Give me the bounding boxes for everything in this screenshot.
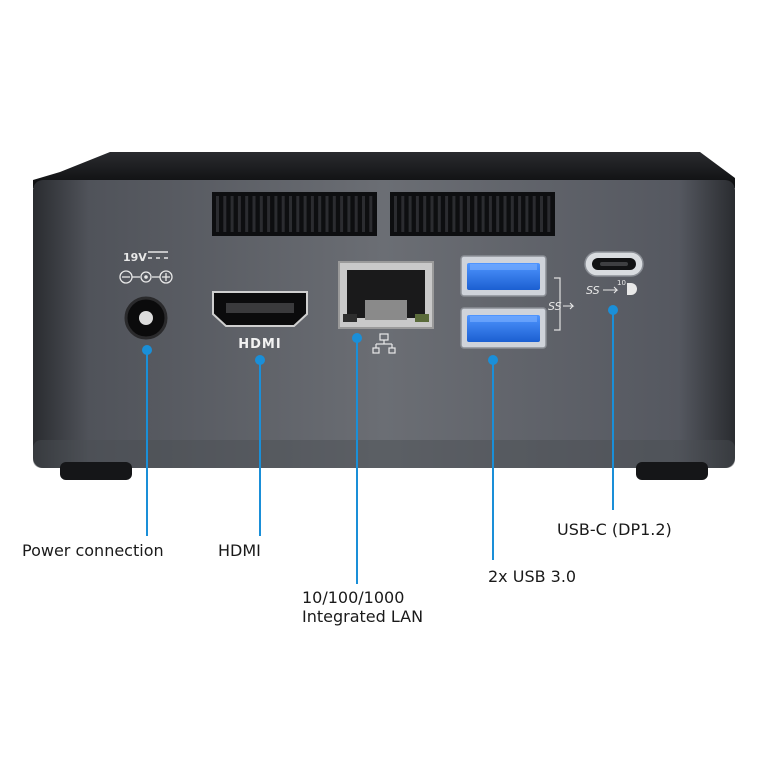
power-callout-line	[146, 350, 148, 536]
vent-slit	[369, 196, 373, 232]
vent-slit	[423, 196, 427, 232]
vent-slit	[459, 196, 463, 232]
vent-slit	[401, 196, 405, 232]
vent-slit	[362, 196, 365, 232]
vent-slit	[347, 196, 351, 232]
lan-led-right-icon	[415, 314, 429, 322]
vent-slit	[289, 196, 292, 232]
vent-slit	[467, 196, 470, 232]
vent-slit	[510, 196, 514, 232]
usbc-callout-line	[612, 310, 614, 510]
vent-slit	[518, 196, 522, 232]
vent-slit	[325, 196, 329, 232]
vent-slit	[474, 196, 478, 232]
foot-right	[636, 462, 708, 480]
vent-slit	[332, 196, 336, 232]
network-icon	[372, 333, 396, 354]
usb-ss-mark-text: SS	[548, 300, 562, 313]
hdmi-port: HDMI	[212, 291, 308, 352]
usbc-port	[584, 251, 644, 277]
usb-ss-bracket	[554, 277, 561, 331]
usbc-trident-icon	[603, 286, 619, 294]
vent-slit	[525, 196, 529, 232]
vent-slit	[532, 196, 536, 232]
vent-slit	[445, 196, 449, 232]
vent-slit	[274, 196, 278, 232]
vent-slit	[354, 196, 358, 232]
vent-slit	[318, 196, 322, 232]
usb3-port-bottom	[460, 307, 547, 349]
power-rating-text: 19V	[123, 251, 147, 264]
power-port: 19V	[119, 251, 173, 340]
hdmi-callout-line	[259, 360, 261, 536]
vent-slit	[540, 196, 543, 232]
device-top-lid	[33, 152, 735, 188]
dc-symbol-icon	[148, 251, 168, 259]
usb3-port-top	[460, 255, 547, 297]
vent-slit	[503, 196, 507, 232]
lan-led-left-icon	[343, 314, 357, 322]
usb3-callout-line	[492, 360, 494, 560]
vent-slit	[430, 196, 434, 232]
usbc-label: USB-C (DP1.2)	[557, 520, 672, 539]
vent-slit	[340, 196, 344, 232]
hdmi-logo-text: HDMI	[238, 337, 281, 352]
lan-label: 10/100/1000 Integrated LAN	[302, 588, 424, 626]
vent-slit	[310, 196, 314, 232]
polarity-plus-icon	[159, 270, 173, 284]
vent-slit	[496, 196, 500, 232]
polarity-center-icon	[140, 271, 152, 283]
vent-slit	[296, 196, 300, 232]
vent-slit	[252, 196, 256, 232]
lan-port	[338, 261, 434, 354]
power-connection-label: Power connection	[22, 541, 164, 560]
usb-trident-icon	[563, 302, 575, 310]
device-bottom-shade	[33, 440, 735, 468]
vent-slit	[452, 196, 456, 232]
displayport-icon	[627, 283, 637, 295]
vent-slit	[245, 196, 249, 232]
vent-slit	[237, 196, 241, 232]
usb3-label: 2x USB 3.0	[488, 567, 577, 586]
usbc-ss-mark-text: SS	[586, 284, 600, 297]
lan-callout-line	[356, 338, 358, 584]
vent-slit	[394, 196, 397, 232]
vent-left	[212, 192, 377, 236]
vent-slit	[481, 196, 485, 232]
vent-slit	[415, 196, 419, 232]
vent-slit	[408, 196, 412, 232]
vent-slit	[223, 196, 227, 232]
hdmi-label: HDMI	[218, 541, 261, 560]
usbc-speed-text: 10	[617, 279, 626, 287]
vent-slit	[230, 196, 234, 232]
vent-slit	[303, 196, 307, 232]
vent-slit	[281, 196, 285, 232]
vent-slit	[547, 196, 551, 232]
vent-slit	[216, 196, 219, 232]
vent-slit	[267, 196, 271, 232]
vent-slit	[259, 196, 263, 232]
foot-left	[60, 462, 132, 480]
vent-slit	[488, 196, 492, 232]
vent-right	[390, 192, 555, 236]
vent-slit	[437, 196, 441, 232]
